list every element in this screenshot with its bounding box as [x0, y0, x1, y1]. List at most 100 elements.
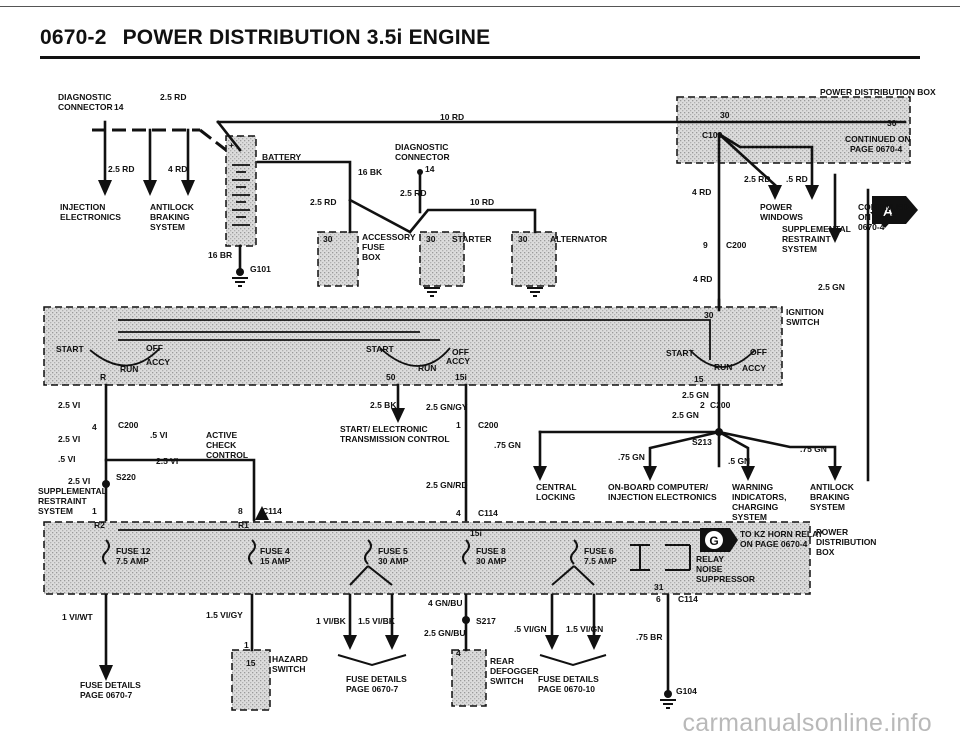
box-label: BOX — [362, 252, 381, 262]
wire-25rd-c — [348, 198, 412, 234]
relay-coil — [665, 544, 691, 571]
wire-batt-join — [216, 120, 242, 152]
g101-dot — [236, 268, 244, 276]
brace-fuse-left — [337, 654, 407, 667]
kz-relay-1: TO KZ HORN RELAY — [740, 529, 823, 539]
wire-75gn-obc — [648, 430, 721, 468]
ign-start-right: START — [666, 348, 695, 358]
wire-10rd-mid — [408, 208, 537, 234]
wire-label-16bk: 16 BK — [358, 167, 383, 177]
srs-right-3: SYSTEM — [782, 244, 817, 254]
wire-label-5rd: .5 RD — [786, 174, 808, 184]
fuse-4-amp: 15 AMP — [260, 556, 291, 566]
ign-off-left: OFF — [146, 343, 163, 353]
srs-right-1: SUPPLEMENTAL — [782, 224, 851, 234]
fuse-12-symbol — [102, 539, 110, 565]
ign-r-left: R — [100, 372, 106, 382]
srs-left-2: RESTRAINT — [38, 496, 87, 506]
wire-label-1vibk: 1 VI/BK — [316, 616, 347, 626]
rear-1: REAR — [490, 656, 514, 666]
ign-run-center: RUN — [418, 363, 436, 373]
ign-arc-left — [89, 347, 161, 367]
fuse-5-split — [349, 565, 393, 586]
abs-top-1: ANTILOCK — [150, 202, 195, 212]
accessory-label: ACCESSORY — [362, 232, 416, 242]
pin-30f: 30 — [704, 310, 714, 320]
starter-box — [419, 231, 465, 287]
wire-label-5vign: .5 VI/GN — [514, 624, 547, 634]
injection-1: INJECTION — [60, 202, 105, 212]
diag-connector-top-1: DIAGNOSTIC — [58, 92, 111, 102]
wire-label-1viwt: 1 VI/WT — [62, 612, 94, 622]
fuse-details-right-1: FUSE DETAILS — [538, 674, 599, 684]
wire-label-15vigy: 1.5 VI/GY — [206, 610, 243, 620]
cont-on-right-1: CONTINUED — [858, 202, 909, 212]
g104-dot — [664, 690, 672, 698]
relay-symbol — [630, 544, 650, 571]
brace-fuse-right — [539, 654, 607, 667]
rear-defogger-box — [451, 649, 487, 707]
wire-label-25gnbu: 2.5 GN/BU — [424, 628, 466, 638]
c200-middle: C200 — [478, 420, 499, 430]
obc-1: ON-BOARD COMPUTER/ — [608, 482, 709, 492]
diag-connector-top-2: CONNECTOR — [58, 102, 113, 112]
wire-label-75br: .75 BR — [636, 632, 662, 642]
pin-14b: 14 — [425, 164, 435, 174]
wire-label-25gn-c2: 2.5 GN — [672, 410, 699, 420]
pin-1a: 1 — [456, 420, 461, 430]
pdb-bottom-3: BOX — [816, 547, 835, 557]
fuse-6-amp: 7.5 AMP — [584, 556, 617, 566]
badge-g: G — [709, 534, 718, 548]
pin-6: 6 — [656, 594, 661, 604]
wire-label-25bk: 2.5 BK — [370, 400, 397, 410]
diag-connector-center-2: CONNECTOR — [395, 152, 450, 162]
power-windows-2: WINDOWS — [760, 212, 803, 222]
g104-label: G104 — [676, 686, 697, 696]
ign-run-left: RUN — [120, 364, 138, 374]
pin-r1: R1 — [238, 520, 249, 530]
fuse-6-split — [551, 565, 595, 586]
alternator-label: ALTERNATOR — [550, 234, 607, 244]
alternator-box — [511, 231, 557, 287]
c114-a: C114 — [262, 506, 282, 516]
pin-30c: 30 — [323, 234, 333, 244]
page-number: 0670-2 — [40, 26, 107, 49]
wire-label-25gngy: 2.5 GN/GY — [426, 402, 468, 412]
wire-label-25rd-d: 2.5 RD — [400, 188, 426, 198]
hazard-2: SWITCH — [272, 664, 306, 674]
fuse-8-label: FUSE 8 — [476, 546, 506, 556]
fuse-8-symbol — [462, 539, 470, 565]
header-rule — [40, 56, 920, 59]
warning-4: SYSTEM — [732, 512, 767, 522]
warning-2: INDICATORS, — [732, 492, 786, 502]
wire-label-75gn-b: .75 GN — [618, 452, 645, 462]
pin-14a: 14 — [114, 102, 124, 112]
abs-bottom-1: ANTILOCK — [810, 482, 855, 492]
cont-on-right-2: ON PAGE — [858, 212, 897, 222]
ignition-2: SWITCH — [786, 317, 820, 327]
hazard-1: HAZARD — [272, 654, 308, 664]
pin-9: 9 — [703, 240, 708, 250]
warning-3: CHARGING — [732, 502, 779, 512]
wire-label-25vi-a: 2.5 VI — [58, 400, 80, 410]
rear-2: DEFOGGER — [490, 666, 539, 676]
starter-label: STARTER — [452, 234, 492, 244]
srs-left-1: SUPPLEMENTAL — [38, 486, 107, 496]
pin-1c: 1 — [244, 640, 249, 650]
fuse-6-label: FUSE 6 — [584, 546, 614, 556]
fuse-8-amp: 30 AMP — [476, 556, 507, 566]
wire-label-4rd-b: 4 RD — [168, 164, 187, 174]
wire-label-25gnrd: 2.5 GN/RD — [426, 480, 468, 490]
srs-left-3: SYSTEM — [38, 506, 73, 516]
active-3: CONTROL — [206, 450, 248, 460]
pdb-bottom-1: POWER — [816, 527, 848, 537]
fuse-12-label: FUSE 12 — [116, 546, 151, 556]
cont-on-1: CONTINUED ON — [845, 134, 911, 144]
wire-label-25rd-e: 2.5 RD — [310, 197, 336, 207]
abs-top-2: BRAKING — [150, 212, 190, 222]
s220: S220 — [116, 472, 136, 482]
wire-label-25rd-c: 2.5 RD — [108, 164, 134, 174]
badge-g-group: G — [700, 528, 738, 552]
obc-2: INJECTION ELECTRONICS — [608, 492, 717, 502]
g101-label: G101 — [250, 264, 271, 274]
